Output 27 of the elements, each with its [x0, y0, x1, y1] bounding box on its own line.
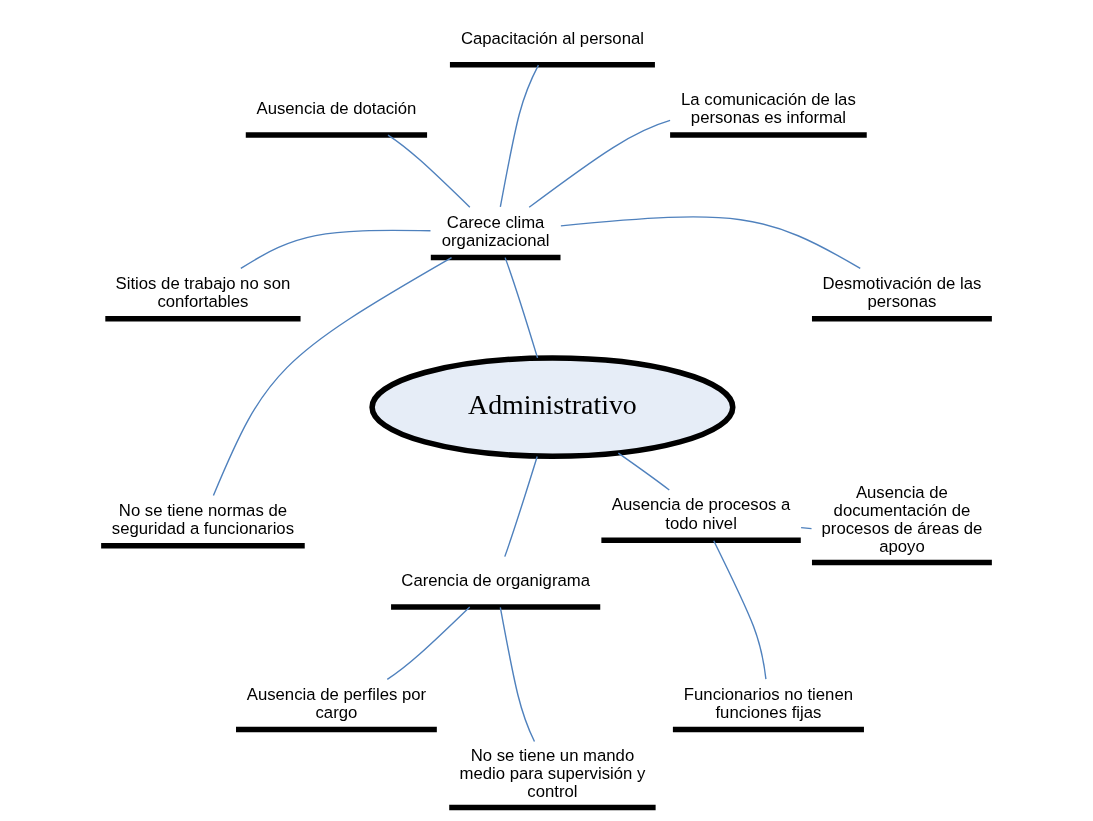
connector — [240, 229, 432, 269]
node-ellipse: Administrativo — [369, 354, 736, 459]
connector — [499, 606, 536, 742]
node-text: Capacitación al personal — [460, 28, 644, 48]
connector — [499, 63, 540, 208]
connector — [800, 526, 813, 529]
node-text: Ausencia de dotación — [256, 98, 417, 118]
connector — [212, 256, 453, 496]
node-text: Ausencia de documentación de procesos de áreas de apoyo — [821, 482, 983, 556]
connector — [504, 455, 538, 557]
connector — [560, 215, 861, 269]
node-text: No se tiene un mando medio para supervisión y control — [459, 745, 646, 801]
node-text: Ausencia de perfiles por cargo — [246, 684, 427, 722]
node-text: Desmotivación de las personas — [822, 273, 982, 311]
node-text: La comunicación de las personas es informal — [681, 89, 856, 127]
connector — [528, 119, 671, 208]
node-text: No se tiene normas de seguridad a funcionarios — [111, 500, 295, 538]
connector — [386, 605, 471, 680]
connector — [713, 539, 767, 680]
connector — [504, 256, 539, 359]
node-text: Carece clima organizacional — [441, 212, 550, 250]
node-text: Ausencia de procesos a todo nivel — [611, 494, 791, 533]
node-text: Carencia de organigrama — [401, 570, 590, 590]
node-text: Sitios de trabajo no son confortables — [115, 273, 291, 311]
node-text: Funcionarios no tienen funciones fijas — [683, 684, 853, 722]
connector — [617, 451, 670, 491]
connector — [387, 133, 471, 208]
